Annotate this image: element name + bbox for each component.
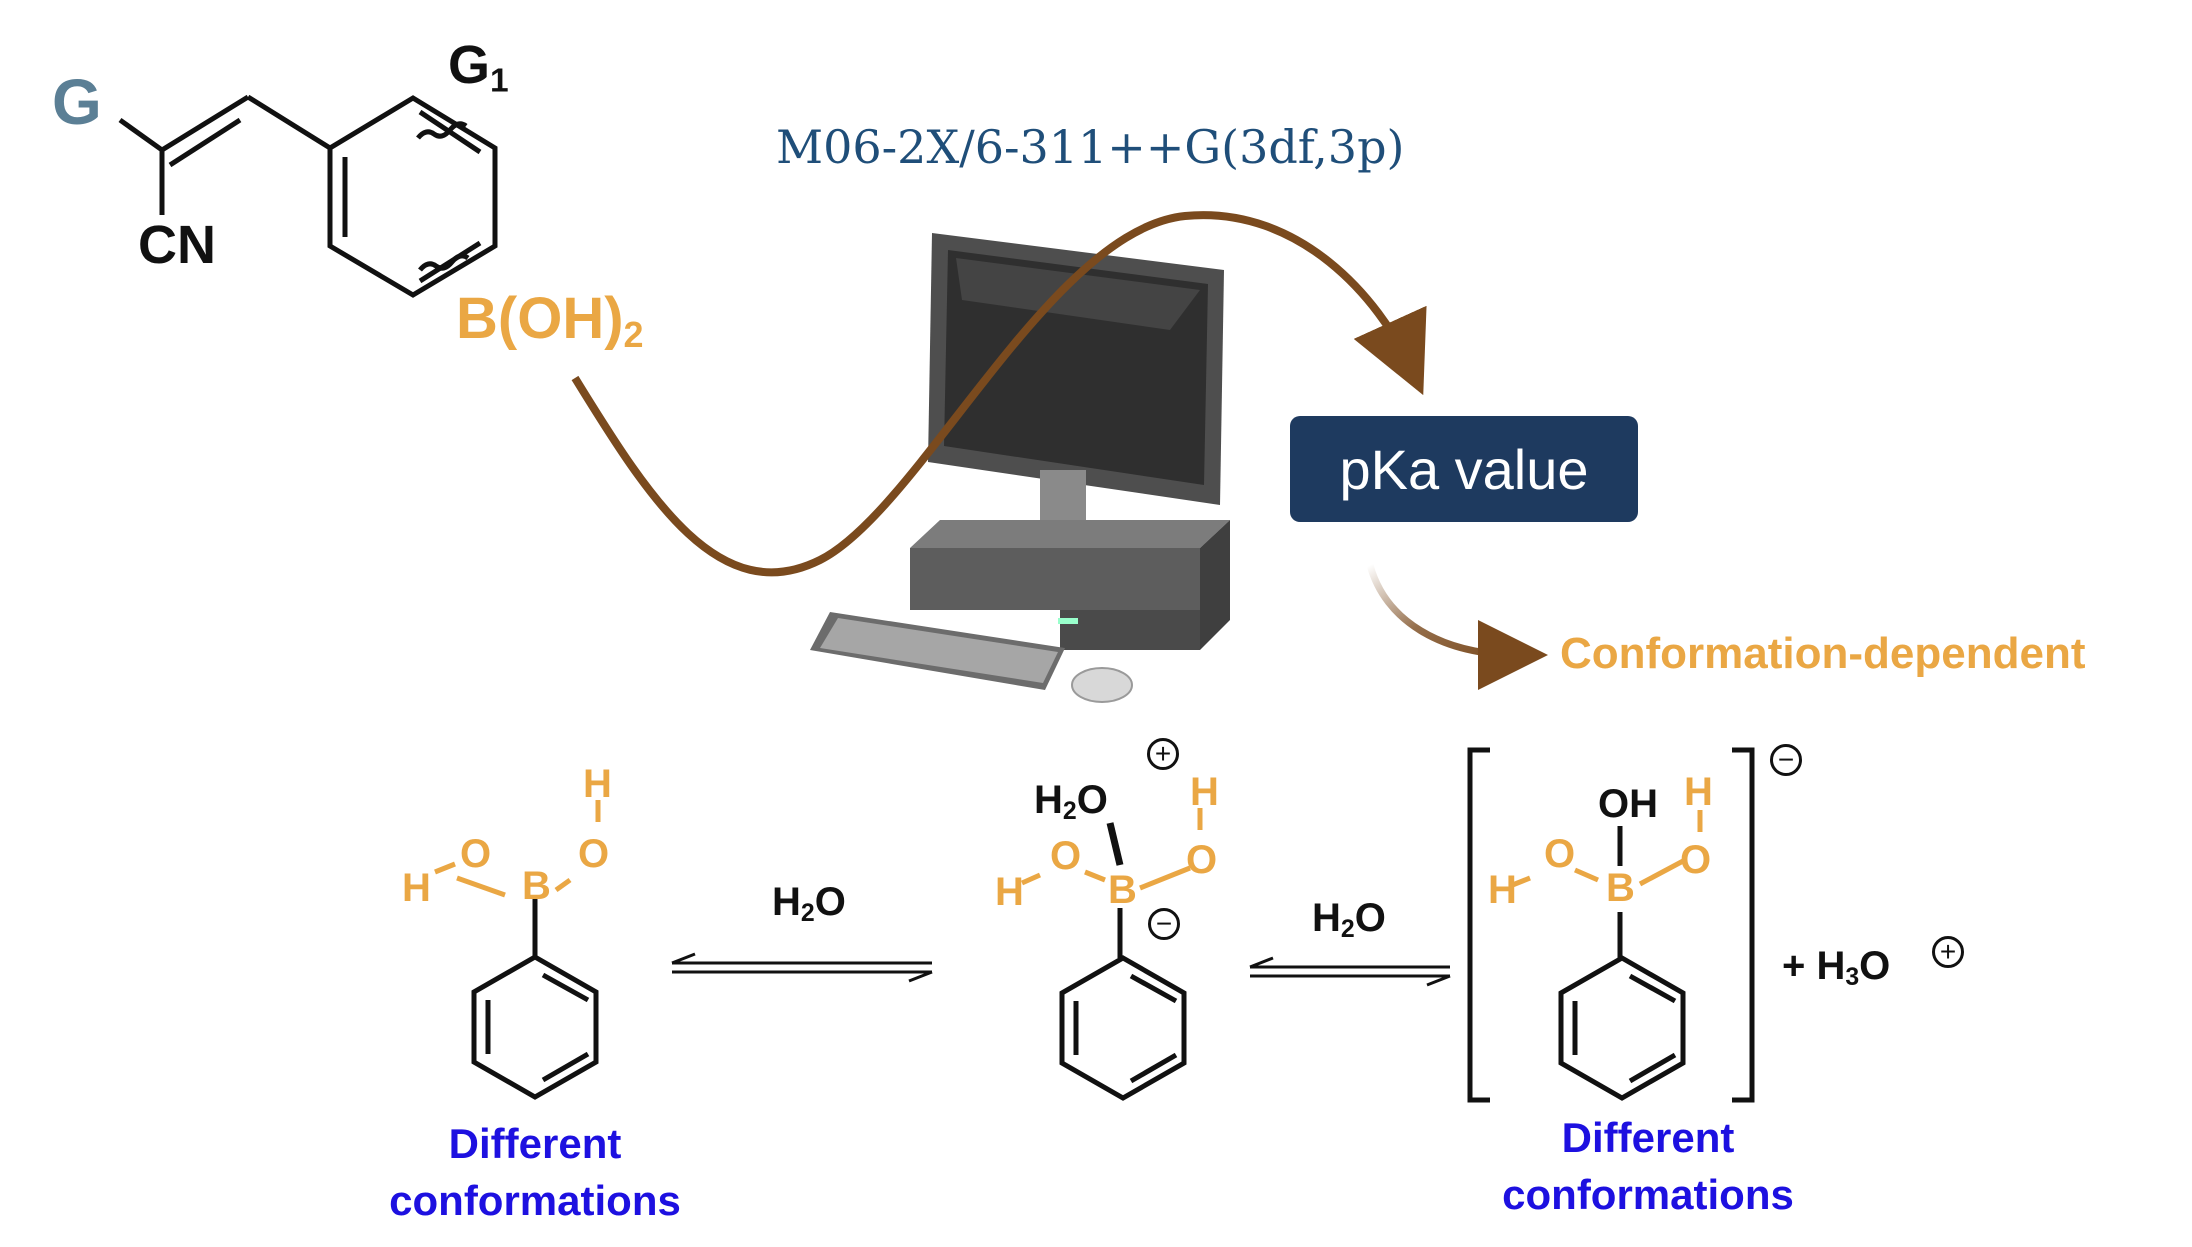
caption-left-line1: Different [448, 1120, 622, 1167]
caption-left-line2: conformations [389, 1176, 681, 1224]
m1-boron: B [522, 864, 551, 908]
m3-o-left: O [1544, 832, 1576, 876]
m3-boron: B [1606, 866, 1635, 910]
m1-o-left: O [460, 832, 492, 876]
product-plus-h: + H [1782, 944, 1846, 988]
caption-left: Different conformations [365, 1116, 705, 1229]
boronic-subscript: 2 [623, 313, 644, 355]
m1-h-left: H [402, 866, 431, 910]
m3-o-right: O [1680, 838, 1712, 882]
bracket-minus-charge: − [1770, 744, 1802, 776]
boronic-acid-label: B(OH)2 [456, 290, 644, 353]
hydronium-product: + H3O [1782, 946, 1890, 991]
step2-sub: 2 [1340, 916, 1355, 944]
step2-o: O [1354, 896, 1386, 940]
g1-subscript: 1 [490, 62, 509, 100]
pka-value-box: pKa value [1290, 416, 1638, 522]
m2-boron: B [1108, 868, 1137, 912]
equilibrium-arrow-1 [671, 952, 933, 983]
g1-label: G1 [448, 38, 509, 98]
top-molecule-skeleton [118, 94, 498, 298]
product-sub: 3 [1845, 964, 1860, 992]
step2-reagent: H2O [1312, 898, 1386, 943]
flow-arrow-curve [571, 211, 1427, 577]
m1-h-top: H [583, 762, 612, 806]
m2-o-right: O [1186, 838, 1218, 882]
m2-h-left: H [995, 870, 1024, 914]
m2-h2o-h: H [1034, 778, 1063, 822]
m3-oh: OH [1598, 782, 1658, 826]
molecule-3-bonds [1509, 810, 1703, 1101]
m2-plus-charge: + [1147, 738, 1179, 770]
step1-h: H [772, 880, 801, 924]
molecule-2-bonds [1020, 808, 1203, 1101]
caption-right-line2: conformations [1502, 1170, 1794, 1218]
g-label: G [52, 66, 102, 138]
m1-o-right: O [578, 832, 610, 876]
step2-h: H [1312, 896, 1341, 940]
brackets [1467, 747, 1755, 1103]
equilibrium-arrow-2 [1249, 956, 1451, 987]
m2-minus-charge: − [1148, 908, 1180, 940]
m2-h2o-o: O [1076, 778, 1108, 822]
hydronium-plus-charge: + [1932, 936, 1964, 968]
caption-right: Different conformations [1478, 1110, 1818, 1223]
computer-icon [810, 233, 1230, 703]
m3-h-left: H [1488, 868, 1517, 912]
m2-h2o-sub: 2 [1062, 798, 1077, 826]
boronic-text: B(OH) [456, 286, 624, 351]
m2-h2o: H2O [1034, 780, 1108, 825]
pka-value-text: pKa value [1339, 437, 1589, 501]
step1-sub: 2 [800, 900, 815, 928]
product-o: O [1859, 944, 1891, 988]
method-label: M06-2X/6-311++G(3df,3p) [776, 120, 1405, 174]
caption-right-line1: Different [1561, 1114, 1735, 1161]
m2-h-right: H [1190, 770, 1219, 814]
conformation-dependent-label: Conformation-dependent [1560, 629, 2086, 678]
step1-o: O [814, 880, 846, 924]
molecule-1-bonds [434, 800, 601, 1100]
m2-o-left: O [1050, 834, 1082, 878]
m3-h-right: H [1684, 770, 1713, 814]
g1-letter: G [448, 35, 491, 95]
cn-label: CN [138, 215, 216, 275]
step1-reagent: H2O [772, 882, 846, 927]
pka-arrow [1366, 564, 1548, 690]
